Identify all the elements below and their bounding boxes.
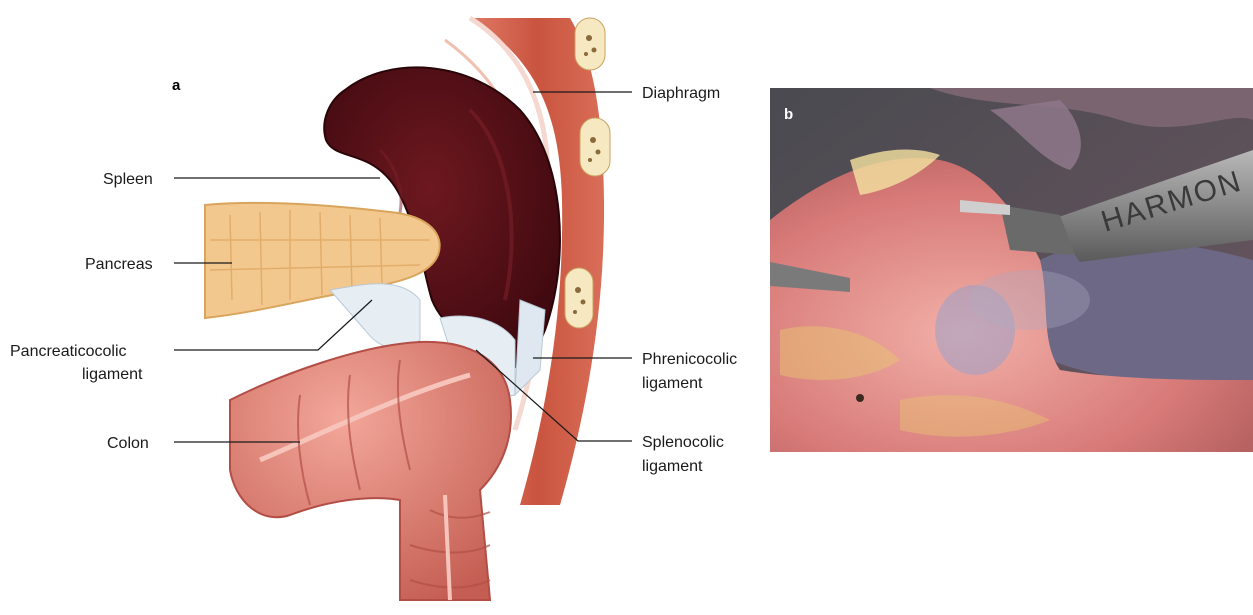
phrenicocolic-label-line1: Phrenicocolic xyxy=(642,351,737,368)
colon-illustration xyxy=(230,342,511,600)
pancreaticocolic-label-line2: ligament xyxy=(82,366,143,383)
panel-b: HARMON b xyxy=(770,88,1253,452)
phrenicocolic-label-line2: ligament xyxy=(642,375,703,392)
splenocolic-label-line1: Splenocolic xyxy=(642,434,724,451)
pancreaticocolic-ligament-illustration xyxy=(330,284,420,349)
pancreaticocolic-label-line1: Pancreaticocolic xyxy=(10,343,127,360)
panel-b-letter: b xyxy=(784,106,793,123)
colon-label: Colon xyxy=(107,435,149,452)
laparoscopic-photo: HARMON xyxy=(770,88,1253,452)
panel-a: a xyxy=(10,18,737,600)
spleen-label: Spleen xyxy=(103,171,153,188)
pancreas-label: Pancreas xyxy=(85,256,153,273)
panel-a-letter: a xyxy=(172,77,181,94)
splenocolic-label-line2: ligament xyxy=(642,458,703,475)
diaphragm-label: Diaphragm xyxy=(642,85,720,102)
